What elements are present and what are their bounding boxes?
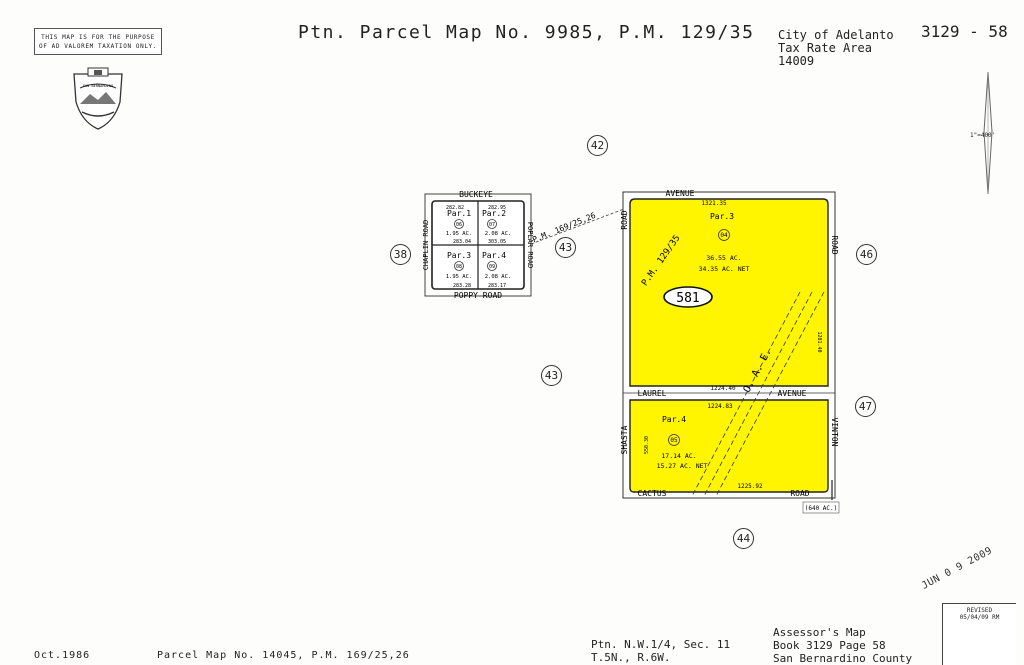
street-shasta: SHASTA: [620, 425, 629, 454]
revised-label: REVISED: [966, 607, 993, 614]
parcel-net-acres: 34.35 AC. NET: [699, 265, 750, 273]
parcel-number: 05: [670, 437, 678, 444]
small-parcel-3: Par.3 08 1.95 AC. 283.28: [446, 251, 473, 289]
street-vinton: VINTON: [830, 418, 839, 447]
disclaimer-line2: OF AD VALOREM TAXATION ONLY.: [39, 43, 157, 50]
parcel-dim-bottom: 283.04: [453, 239, 471, 245]
parcel-label: Par.2: [482, 209, 506, 218]
street-avenue-top: AVENUE: [666, 189, 695, 198]
city-info: City of Adelanto Tax Rate Area 14009: [778, 29, 894, 68]
parcel-dim-bottom: 283.28: [453, 283, 471, 289]
street-chaplin-road: CHAPLIN ROAD: [422, 220, 430, 271]
section-description: Ptn. N.W.1/4, Sec. 11 T.5N., R.6W.: [591, 638, 730, 664]
street-poplar-road: POPLAR ROAD: [526, 222, 534, 268]
parcel-acres: 1.95 AC.: [446, 274, 473, 280]
parcel-acres: 17.14 AC.: [661, 452, 696, 460]
main-block: AVENUE LAUREL AVENUE CACTUS ROAD ROAD RO…: [620, 189, 840, 514]
tax-rate-area-label: Tax Rate Area: [778, 41, 872, 55]
section-line1: Ptn. N.W.1/4, Sec. 11: [591, 638, 731, 651]
parcel-label: Par.4: [482, 251, 506, 260]
parcel-dim-top: 282.95: [488, 205, 506, 211]
parcel-dim-top: 282.82: [446, 205, 464, 211]
north-arrow-icon: [983, 71, 993, 195]
assessor-line3: San Bernardino County: [773, 652, 913, 665]
parcel-label: Par.3: [447, 251, 471, 260]
parcel-dim-top: 1224.83: [707, 403, 733, 410]
parcel-number: 08: [456, 264, 462, 270]
parcel-map-reference: Parcel Map No. 14045, P.M. 169/25,26: [157, 650, 410, 661]
revised-date: 05/04/09 RM: [959, 614, 1000, 621]
page-number-581: 581: [676, 291, 699, 306]
small-parcel-2: 282.95 Par.2 07 2.08 AC. 303.05: [482, 205, 511, 245]
street-laurel: LAUREL: [638, 389, 667, 398]
book-number-43-bottom: 43: [541, 365, 562, 386]
parcel-label: Par.4: [662, 415, 686, 424]
disclaimer-box: THIS MAP IS FOR THE PURPOSE OF AD VALORE…: [34, 28, 162, 55]
section-area: (640 AC.): [805, 505, 838, 512]
street-laurel-avenue: AVENUE: [778, 389, 807, 398]
small-parcel-1: 282.82 Par.1 06 1.95 AC. 283.04: [446, 205, 473, 245]
street-road-left: ROAD: [620, 210, 629, 229]
parcel-number: 04: [720, 232, 728, 239]
parcel-dim-bottom: 303.05: [488, 239, 506, 245]
disclaimer-line1: THIS MAP IS FOR THE PURPOSE: [41, 34, 155, 41]
parcel-acres: 2.08 AC.: [485, 231, 512, 237]
parcel-label: Par.3: [710, 212, 734, 221]
parcel-dim-side: 550.30: [644, 436, 650, 454]
seal-text: SAN BERNARDINO: [83, 84, 113, 88]
main-parcel-4: 1224.83 Par.4 05 17.14 AC. 15.27 AC. NET…: [644, 403, 763, 490]
parcel-number: 07: [489, 222, 495, 228]
parcel-dim-top: 1321.35: [701, 200, 727, 207]
section-line2: T.5N., R.6W.: [591, 651, 671, 664]
parcel-dim-bottom: 283.17: [488, 283, 506, 289]
book-number-38: 38: [390, 244, 411, 265]
book-number-44: 44: [733, 528, 754, 549]
parcel-label: Par.1: [447, 209, 471, 218]
parcel-number: 09: [489, 264, 495, 270]
assessor-line2: Book 3129 Page 58: [773, 639, 886, 652]
map-number: 3129 - 58: [921, 22, 1008, 41]
street-cactus: CACTUS: [638, 489, 667, 498]
parcel-net-acres: 15.27 AC. NET: [657, 462, 708, 470]
scale-label: 1"=400': [970, 132, 996, 139]
parcel-dim-side: 1281.40: [816, 331, 822, 352]
parcel-dim-bottom: 1224.40: [710, 385, 736, 392]
street-poppy-road: POPPY ROAD: [454, 291, 502, 300]
assessor-info: Assessor's Map Book 3129 Page 58 San Ber…: [773, 626, 912, 665]
street-road-right: ROAD: [830, 235, 839, 254]
book-number-43-top: 43: [555, 237, 576, 258]
parcel-acres: 2.08 AC.: [485, 274, 512, 280]
main-parcel-3: 1321.35 Par.3 04 36.55 AC. 34.35 AC. NET…: [699, 200, 822, 392]
street-buckeye: BUCKEYE: [459, 190, 493, 199]
city-name: City of Adelanto: [778, 28, 894, 42]
map-title: Ptn. Parcel Map No. 9985, P.M. 129/35: [298, 22, 755, 43]
parcel-acres: 36.55 AC.: [706, 254, 741, 262]
street-cactus-road: ROAD: [790, 489, 809, 498]
small-block: BUCKEYE POPPY ROAD CHAPLIN ROAD POPLAR R…: [422, 190, 633, 300]
parcel-acres: 1.95 AC.: [446, 231, 473, 237]
map-date: Oct.1986: [34, 650, 91, 661]
book-number-47: 47: [855, 396, 876, 417]
book-number-46: 46: [856, 244, 877, 265]
assessor-line1: Assessor's Map: [773, 626, 866, 639]
parcel-dim-bottom: 1225.92: [737, 483, 763, 490]
book-number-42: 42: [587, 135, 608, 156]
revised-box: REVISED 05/04/09 RM: [942, 603, 1016, 665]
small-parcel-4: Par.4 09 2.08 AC. 283.17: [482, 251, 511, 289]
parcel-number: 06: [456, 222, 462, 228]
tax-rate-area-number: 14009: [778, 54, 815, 68]
county-seal-icon: SAN BERNARDINO: [73, 67, 123, 130]
